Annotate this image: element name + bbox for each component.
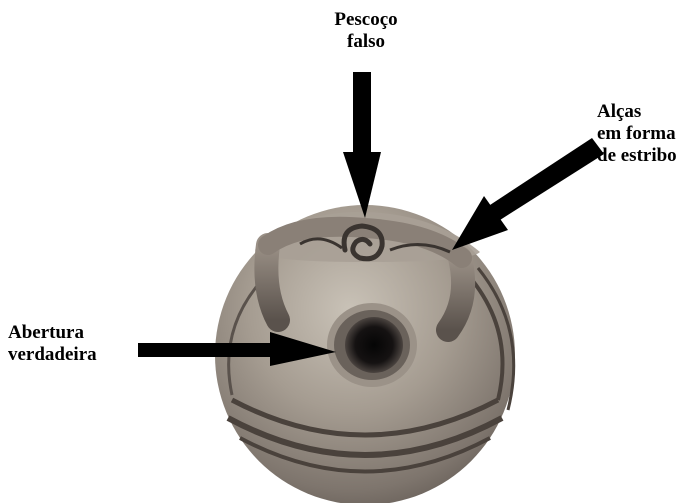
true-opening [327,303,417,387]
label-stirrup-handles-line2: em forma [597,123,677,145]
label-stirrup-handles-line3: de estribo [597,145,677,167]
label-false-neck: Pescoço falso [316,9,416,53]
label-stirrup-handles: Alças em forma de estribo [597,101,677,167]
label-stirrup-handles-line1: Alças [597,101,677,123]
label-false-neck-line2: falso [316,31,416,53]
label-true-opening: Abertura verdadeira [8,322,97,366]
label-true-opening-line2: verdadeira [8,344,97,366]
arrow-stirrup-handles [452,138,604,250]
label-true-opening-line1: Abertura [8,322,97,344]
arrow-false-neck [343,72,381,218]
label-false-neck-line1: Pescoço [316,9,416,31]
